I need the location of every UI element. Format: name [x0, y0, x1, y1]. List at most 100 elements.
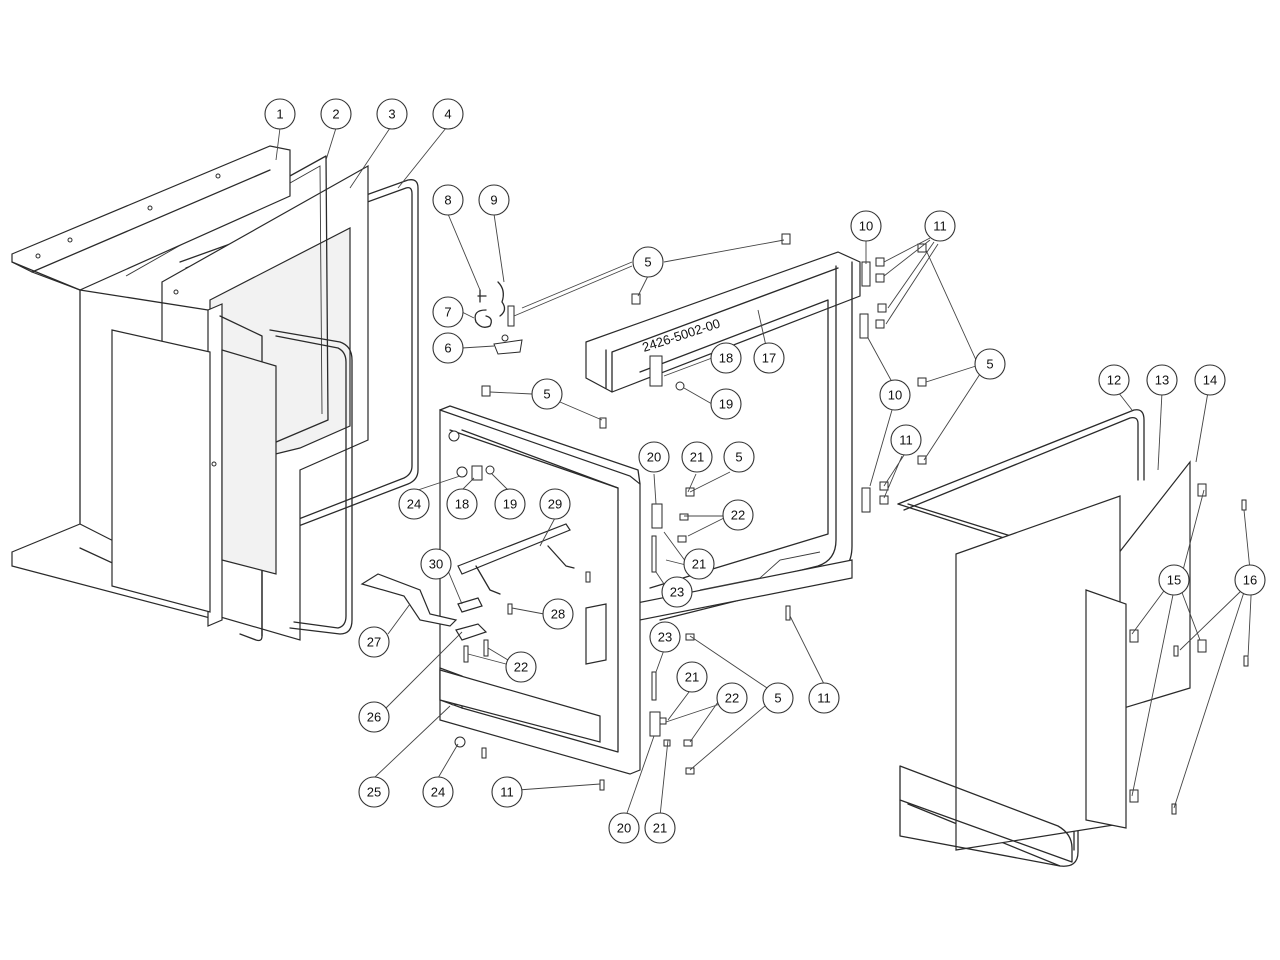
- svg-text:12: 12: [1107, 373, 1121, 388]
- svg-text:21: 21: [690, 450, 704, 465]
- svg-text:28: 28: [551, 607, 565, 622]
- svg-text:30: 30: [429, 557, 443, 572]
- balloon: 17: [753, 342, 785, 374]
- svg-text:22: 22: [514, 660, 528, 675]
- svg-text:19: 19: [503, 497, 517, 512]
- svg-text:10: 10: [859, 219, 873, 234]
- svg-text:5: 5: [543, 387, 550, 402]
- balloon: 14: [1194, 364, 1226, 396]
- svg-text:24: 24: [407, 497, 421, 512]
- balloon: 5: [974, 348, 1006, 380]
- svg-text:25: 25: [367, 785, 381, 800]
- balloon: 9: [478, 184, 510, 216]
- balloon: 18: [446, 488, 478, 520]
- svg-text:21: 21: [653, 821, 667, 836]
- svg-text:15: 15: [1167, 573, 1181, 588]
- svg-text:1: 1: [276, 107, 283, 122]
- svg-text:26: 26: [367, 710, 381, 725]
- balloon: 26: [358, 701, 390, 733]
- balloon: 3: [376, 98, 408, 130]
- balloon: 16: [1234, 564, 1266, 596]
- balloon: 20: [608, 812, 640, 844]
- svg-text:5: 5: [735, 450, 742, 465]
- svg-text:20: 20: [617, 821, 631, 836]
- svg-text:9: 9: [490, 193, 497, 208]
- center-front-frame: [439, 405, 641, 775]
- svg-text:3: 3: [388, 107, 395, 122]
- balloon: 21: [676, 661, 708, 693]
- leader-lines: [275, 127, 1253, 817]
- svg-text:23: 23: [658, 630, 672, 645]
- svg-text:21: 21: [685, 670, 699, 685]
- balloon: 5: [723, 441, 755, 473]
- svg-text:11: 11: [817, 691, 831, 706]
- balloon: 23: [661, 576, 693, 608]
- balloon: 22: [505, 651, 537, 683]
- balloon: 2: [320, 98, 352, 130]
- svg-text:7: 7: [444, 305, 451, 320]
- balloon: 18: [710, 342, 742, 374]
- balloon: 30: [420, 548, 452, 580]
- balloon: 4: [432, 98, 464, 130]
- svg-text:8: 8: [444, 193, 451, 208]
- balloon: 22: [722, 499, 754, 531]
- balloon: 24: [422, 776, 454, 808]
- svg-text:21: 21: [692, 557, 706, 572]
- balloon: 25: [358, 776, 390, 808]
- balloon: 5: [632, 246, 664, 278]
- balloon: 8: [432, 184, 464, 216]
- balloon: 15: [1158, 564, 1190, 596]
- svg-text:10: 10: [888, 388, 902, 403]
- balloon: 21: [683, 548, 715, 580]
- svg-text:14: 14: [1203, 373, 1217, 388]
- balloon: 11: [890, 424, 922, 456]
- balloon: 22: [716, 682, 748, 714]
- balloon: 12: [1098, 364, 1130, 396]
- svg-text:24: 24: [431, 785, 445, 800]
- svg-text:20: 20: [647, 450, 661, 465]
- balloon: 28: [542, 598, 574, 630]
- balloon: 19: [494, 488, 526, 520]
- svg-text:5: 5: [644, 255, 651, 270]
- svg-text:22: 22: [731, 508, 745, 523]
- balloon: 7: [432, 296, 464, 328]
- svg-text:23: 23: [670, 585, 684, 600]
- svg-text:13: 13: [1155, 373, 1169, 388]
- balloon: 11: [491, 776, 523, 808]
- svg-text:2: 2: [332, 107, 339, 122]
- latch-parts: [474, 281, 523, 355]
- balloon: 11: [924, 210, 956, 242]
- balloon: 11: [808, 682, 840, 714]
- balloon: 19: [710, 388, 742, 420]
- balloon: 24: [398, 488, 430, 520]
- balloon: 6: [432, 332, 464, 364]
- svg-text:11: 11: [933, 219, 947, 234]
- svg-text:17: 17: [762, 351, 776, 366]
- svg-text:22: 22: [725, 691, 739, 706]
- left-end-frame-assembly: [11, 145, 419, 642]
- svg-text:18: 18: [719, 351, 733, 366]
- svg-text:5: 5: [986, 357, 993, 372]
- balloon: 10: [879, 379, 911, 411]
- svg-text:4: 4: [444, 107, 451, 122]
- right-end-frame-assembly: [897, 409, 1249, 867]
- svg-text:27: 27: [367, 635, 381, 650]
- balloon: 10: [850, 210, 882, 242]
- svg-text:18: 18: [455, 497, 469, 512]
- item-balloons: 1 2 3 4 8 9 7 6 5 5 18 17 19 10 11 5 10 …: [264, 98, 1266, 844]
- balloon: 21: [644, 812, 676, 844]
- svg-text:16: 16: [1243, 573, 1257, 588]
- balloon: 5: [531, 378, 563, 410]
- svg-text:29: 29: [548, 497, 562, 512]
- balloon: 29: [539, 488, 571, 520]
- balloon: 5: [762, 682, 794, 714]
- balloon: 23: [649, 621, 681, 653]
- bracket-parts: [360, 523, 591, 663]
- balloon: 1: [264, 98, 296, 130]
- balloon: 27: [358, 626, 390, 658]
- svg-text:11: 11: [500, 785, 514, 800]
- svg-text:5: 5: [774, 691, 781, 706]
- balloon: 21: [681, 441, 713, 473]
- balloon: 13: [1146, 364, 1178, 396]
